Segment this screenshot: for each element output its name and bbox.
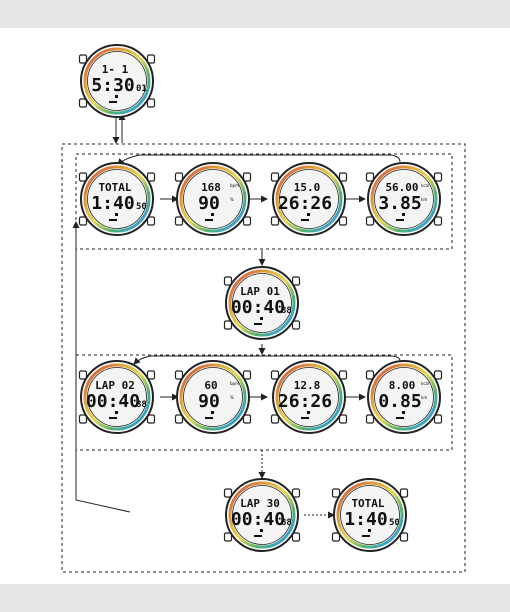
watch-sub-text: 88 bbox=[281, 306, 292, 316]
watch-total-3: 15.026:26 bbox=[272, 163, 347, 235]
watch-unit-main: km bbox=[421, 395, 427, 400]
watch-sub-text: 50 bbox=[136, 202, 147, 212]
watch-indicator bbox=[205, 417, 213, 419]
watch-unit-top: kcal bbox=[421, 381, 429, 386]
watch-unit-main: % bbox=[230, 197, 234, 202]
watch-unit-top: bpm bbox=[230, 183, 239, 188]
watch-indicator bbox=[368, 529, 371, 532]
watch-sub-text: 50 bbox=[389, 518, 400, 528]
watch-indicator bbox=[402, 411, 405, 414]
watch-total-1: TOTAL1:4050 bbox=[80, 163, 155, 235]
watch-indicator bbox=[205, 219, 213, 221]
watch-sub-text: 88 bbox=[136, 400, 147, 410]
watch-indicator bbox=[211, 213, 214, 216]
watch-indicator bbox=[254, 323, 262, 325]
watch-time: 1- 15:3001 bbox=[80, 45, 155, 117]
watch-main-text: 1:40 bbox=[91, 193, 134, 214]
watch-main-text: 5:30 bbox=[91, 75, 134, 96]
watch-main-text: 90 bbox=[198, 193, 220, 214]
watch-total-4: 56.003.85kcalkm bbox=[367, 163, 442, 235]
watch-indicator bbox=[307, 213, 310, 216]
watch-indicator bbox=[402, 213, 405, 216]
watch-main-text: 00:40 bbox=[231, 509, 285, 530]
watch-sub-text: 88 bbox=[281, 518, 292, 528]
watch-main-text: 00:40 bbox=[231, 297, 285, 318]
watch-indicator bbox=[396, 417, 404, 419]
watch-main-text: 90 bbox=[198, 391, 220, 412]
watch-indicator bbox=[301, 219, 309, 221]
watch-indicator bbox=[109, 101, 117, 103]
watch-main-text: 00:40 bbox=[86, 391, 140, 412]
watch-main-text: 0.85 bbox=[378, 391, 421, 412]
watch-indicator bbox=[260, 529, 263, 532]
watch-indicator bbox=[254, 535, 262, 537]
watch-lap-30: LAP 3000:4088 bbox=[225, 479, 300, 551]
watch-indicator bbox=[115, 213, 118, 216]
watch-indicator bbox=[115, 95, 118, 98]
watch-indicator bbox=[115, 411, 118, 414]
watch-indicator bbox=[301, 417, 309, 419]
watch-indicator bbox=[396, 219, 404, 221]
watch-main-text: 1:40 bbox=[344, 509, 387, 530]
watch-unit-main: km bbox=[421, 197, 427, 202]
watch-lap02-3: 12.826:26 bbox=[272, 361, 347, 433]
watch-indicator bbox=[362, 535, 370, 537]
watch-indicator bbox=[109, 219, 117, 221]
watch-main-text: 3.85 bbox=[378, 193, 421, 214]
watch-indicator bbox=[211, 411, 214, 414]
watch-unit-top: kcal bbox=[421, 183, 429, 188]
watch-sub-text: 01 bbox=[136, 84, 147, 94]
watch-main-text: 26:26 bbox=[278, 391, 332, 412]
watch-indicator bbox=[307, 411, 310, 414]
watch-indicator bbox=[260, 317, 263, 320]
watch-unit-top: bpm bbox=[230, 381, 239, 386]
watch-main-text: 26:26 bbox=[278, 193, 332, 214]
watch-indicator bbox=[109, 417, 117, 419]
watch-unit-main: % bbox=[230, 395, 234, 400]
